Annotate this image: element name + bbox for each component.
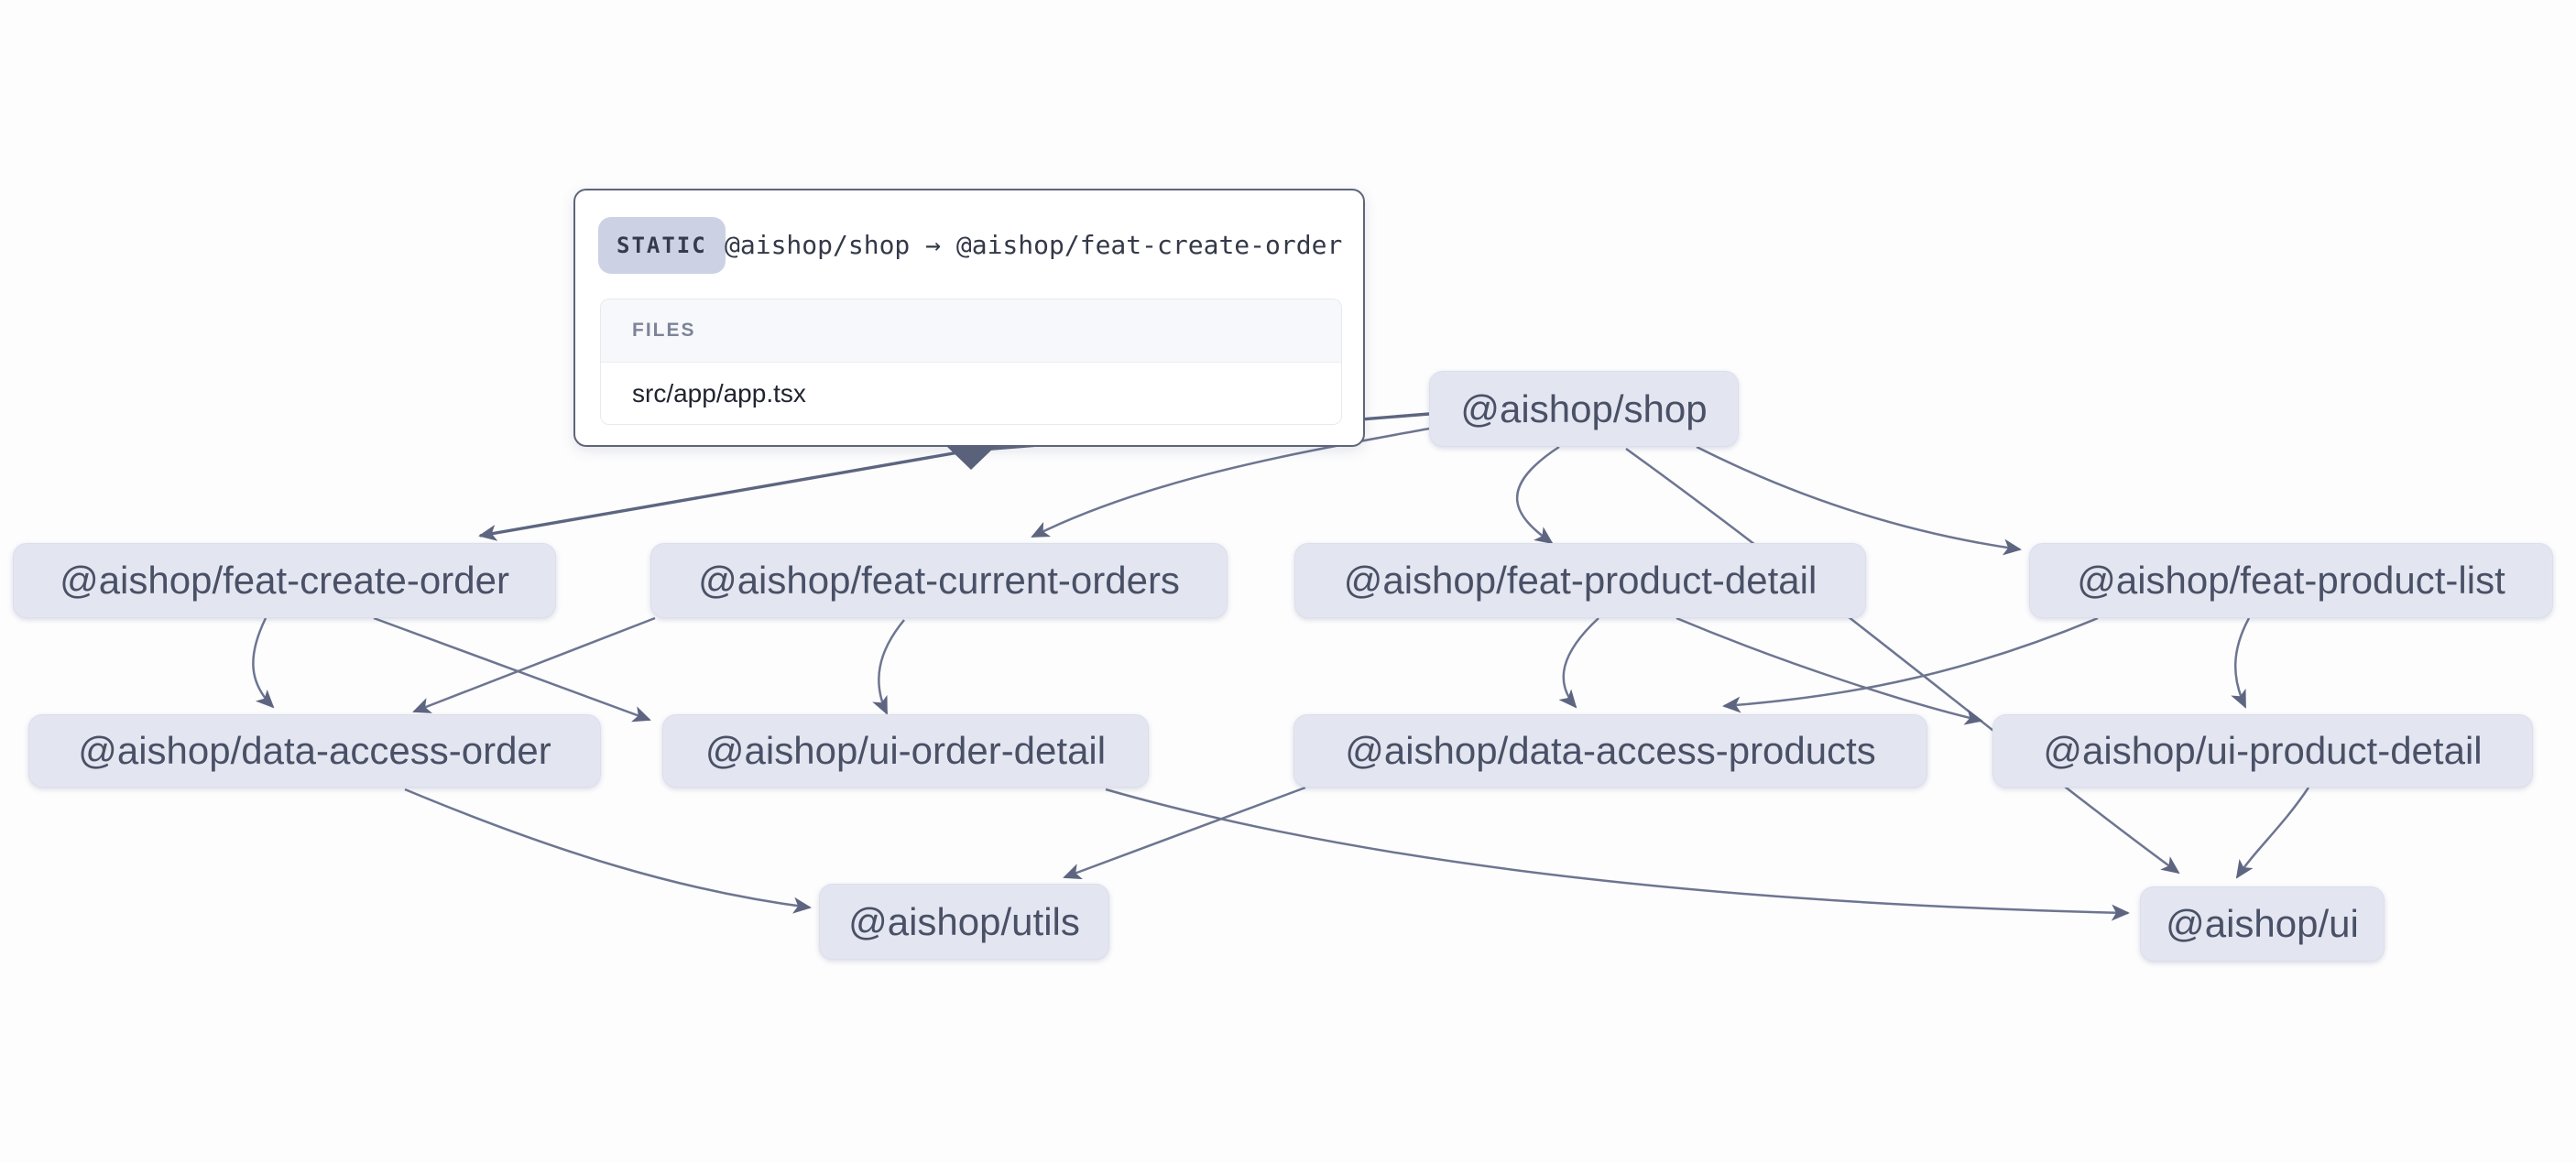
edge-data-access-order-to-utils[interactable] — [404, 788, 812, 914]
edge-feat-current-orders-to-data-access-order[interactable] — [412, 616, 656, 713]
graph-node-ui[interactable]: @aishop/ui — [2140, 886, 2385, 962]
edge-type-badge: STATIC — [598, 217, 726, 274]
graph-node-utils[interactable]: @aishop/utils — [819, 884, 1109, 960]
edge-feat-create-order-to-data-access-order[interactable] — [252, 617, 275, 709]
edge-feat-product-detail-to-ui-product-detail[interactable] — [1675, 616, 1983, 725]
graph-node-feat-product-list[interactable]: @aishop/feat-product-list — [2029, 543, 2553, 618]
edge-relation-text: @aishop/shop → @aishop/feat-create-order — [725, 230, 1343, 260]
edge-feat-product-detail-to-data-access-products[interactable] — [1558, 617, 1599, 709]
files-card: FILES src/app/app.tsx — [600, 299, 1342, 425]
tooltip-caret-icon — [945, 445, 997, 470]
edge-feat-product-list-to-ui-product-detail[interactable] — [2231, 617, 2251, 709]
edge-shop-to-feat-current-orders[interactable] — [1031, 427, 1430, 538]
files-header: FILES — [601, 299, 1341, 363]
graph-node-feat-create-order[interactable]: @aishop/feat-create-order — [13, 543, 556, 618]
edge-feat-product-list-to-data-access-products[interactable] — [1722, 616, 2099, 713]
edge-shop-to-feat-product-list[interactable] — [1696, 445, 2022, 556]
graph-node-ui-product-detail[interactable]: @aishop/ui-product-detail — [1992, 714, 2533, 788]
file-path: src/app/app.tsx — [601, 363, 1341, 424]
edge-feat-create-order-to-ui-order-detail[interactable] — [373, 616, 651, 723]
edge-tooltip: STATIC @aishop/shop → @aishop/feat-creat… — [573, 189, 1365, 470]
edge-ui-product-detail-to-ui[interactable] — [2235, 787, 2310, 879]
edge-ui-order-detail-to-ui[interactable] — [1105, 788, 2130, 921]
graph-node-feat-current-orders[interactable]: @aishop/feat-current-orders — [650, 543, 1228, 618]
graph-node-feat-product-detail[interactable]: @aishop/feat-product-detail — [1294, 543, 1866, 618]
edge-data-access-products-to-utils[interactable] — [1063, 786, 1306, 880]
edge-shop-to-feat-product-detail[interactable] — [1516, 445, 1560, 545]
graph-node-data-access-products[interactable]: @aishop/data-access-products — [1293, 714, 1927, 788]
edge-shop-to-ui[interactable] — [1625, 447, 2180, 875]
graph-node-data-access-order[interactable]: @aishop/data-access-order — [28, 714, 601, 788]
edge-feat-current-orders-to-ui-order-detail[interactable] — [872, 619, 905, 715]
graph-node-ui-order-detail[interactable]: @aishop/ui-order-detail — [662, 714, 1149, 788]
graph-node-shop[interactable]: @aishop/shop — [1429, 371, 1739, 447]
